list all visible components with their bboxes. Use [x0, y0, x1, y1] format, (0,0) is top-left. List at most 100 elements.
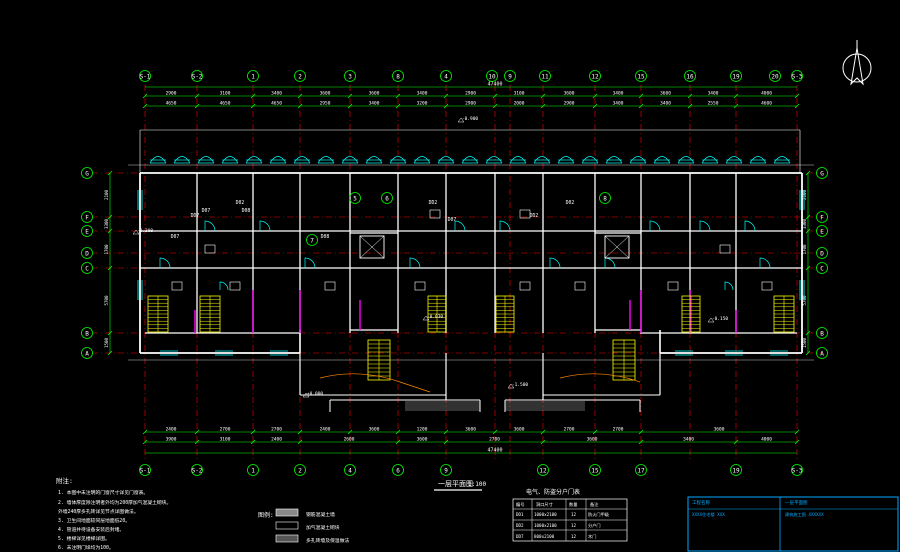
level-mark: -0.150: [712, 316, 729, 322]
legend-swatch-brick: [275, 534, 299, 543]
window-arc: [725, 156, 743, 164]
notes-heading: 附注:: [56, 476, 73, 485]
axis-label-top: 10: [488, 74, 496, 81]
window-arc: [437, 156, 455, 164]
dimension-tick: [638, 103, 644, 109]
dimension-value: 3400: [660, 101, 671, 107]
dimension-tick: [638, 429, 644, 435]
axis-bubble-top: [635, 70, 647, 82]
window-arc: [293, 156, 311, 164]
axis-label-top: 16: [686, 74, 694, 81]
window-arc: [653, 156, 671, 164]
level-triangle: [132, 229, 140, 235]
level-mark: -0.900: [462, 116, 479, 122]
room-label: D08: [321, 234, 330, 240]
fixtures: [171, 209, 773, 411]
wall-lines: [128, 129, 814, 412]
axis-bubble-bottom: [392, 464, 404, 476]
callout-bubble: [381, 192, 393, 204]
room-label: D02: [566, 200, 575, 206]
window-arc: [149, 156, 167, 164]
dimension-tick: [794, 103, 800, 109]
dimension-tick: [194, 439, 200, 445]
dimension-tick: [540, 429, 546, 435]
window-lines: [137, 156, 805, 356]
level-mark: -0.030: [427, 314, 444, 320]
plan-title-group: 一层平面图 1:100: [434, 480, 486, 491]
dimension-tick: [638, 439, 644, 445]
axis-bubble-top: [191, 70, 203, 82]
level-triangle: [507, 383, 515, 389]
table-cell: 分户门: [588, 522, 601, 529]
dimension-tick: [142, 103, 148, 109]
dimension-tick: [297, 439, 303, 445]
dimension-total-bottom: 47400: [487, 448, 502, 454]
window-arc: [245, 156, 263, 164]
axis-label-top: 9: [508, 74, 512, 81]
dimension-value: 2700: [564, 427, 575, 433]
dimension-tick: [297, 429, 303, 435]
fixture-box: [519, 209, 531, 219]
axis-bubble-bottom: [191, 464, 203, 476]
window-arc: [341, 156, 359, 164]
dimension-value: 4650: [271, 101, 282, 107]
window-arc: [269, 156, 287, 164]
dimension-tick: [794, 439, 800, 445]
fixture-box: [324, 281, 336, 291]
window-arc: [413, 156, 431, 164]
dimension-value: 2700: [613, 427, 624, 433]
axis-label-right: D: [820, 251, 824, 258]
dimension-value: 2700: [271, 427, 282, 433]
axis-bubble-right: [816, 327, 828, 339]
note-line: 3. 卫生间地面较同层地面低20。: [58, 517, 130, 524]
level-mark: -1.500: [512, 382, 529, 388]
dimension-value: 3100: [220, 91, 231, 97]
dimension-value: 3100: [220, 437, 231, 443]
dimension-value-side: 5700: [802, 295, 807, 306]
window-arc: [461, 156, 479, 164]
axis-bubble-top: [247, 70, 259, 82]
axis-label-top: 19: [732, 74, 740, 81]
fixture-box: [204, 244, 216, 254]
table-cell: 12: [571, 523, 577, 528]
note-line: 5. 楼梯详见楼梯详图。: [58, 535, 110, 542]
dimension-tick: [805, 330, 811, 336]
table-cell: 12: [571, 534, 577, 539]
elevator-cross: [604, 235, 630, 259]
axis-bubble-top: [440, 70, 452, 82]
dimension-tick: [107, 265, 113, 271]
axis-label-right: A: [820, 351, 824, 358]
dimension-value: 3600: [587, 437, 598, 443]
dimension-tick: [805, 214, 811, 220]
fixture-box: [761, 281, 773, 291]
dimension-tick: [443, 93, 449, 99]
dimension-value: 2700: [489, 437, 500, 443]
axis-bubble-top: [539, 70, 551, 82]
dimension-value: 3400: [708, 91, 719, 97]
table-cell: 1000x2100: [534, 523, 557, 528]
room-label: DD7: [191, 213, 200, 219]
dimension-value-side: 2100: [104, 189, 109, 200]
dimension-tick: [107, 350, 113, 356]
table-cell: DD7: [516, 534, 524, 539]
dimension-value: 2400: [166, 427, 177, 433]
axis-label-right: B: [820, 331, 824, 338]
dimension-tick: [107, 170, 113, 176]
axis-label-left: F: [85, 215, 89, 222]
notes-block: 附注: 1. 本图中未注明的门窗尺寸详见门窗表。 2. 墙体厚度除注明者外均为2…: [56, 476, 171, 551]
title-cell-drawing-label: 一层平面图: [785, 500, 808, 506]
axis-label-right: F: [820, 215, 824, 222]
axis-bubble-left: [81, 167, 93, 179]
dimension-tick: [395, 439, 401, 445]
dimension-tick: [395, 93, 401, 99]
dimension-tick: [592, 93, 598, 99]
dimension-value: 3400: [417, 91, 428, 97]
axis-bubble-left: [81, 347, 93, 359]
door-table-title: 电气、防盗分户门表: [526, 488, 580, 496]
door-swing: [499, 220, 511, 232]
axis-bubble-bottom: [537, 464, 549, 476]
dimension-tick: [733, 103, 739, 109]
fixture-box: [667, 281, 679, 291]
dimension-tick: [805, 265, 811, 271]
dimension-tick: [687, 93, 693, 99]
